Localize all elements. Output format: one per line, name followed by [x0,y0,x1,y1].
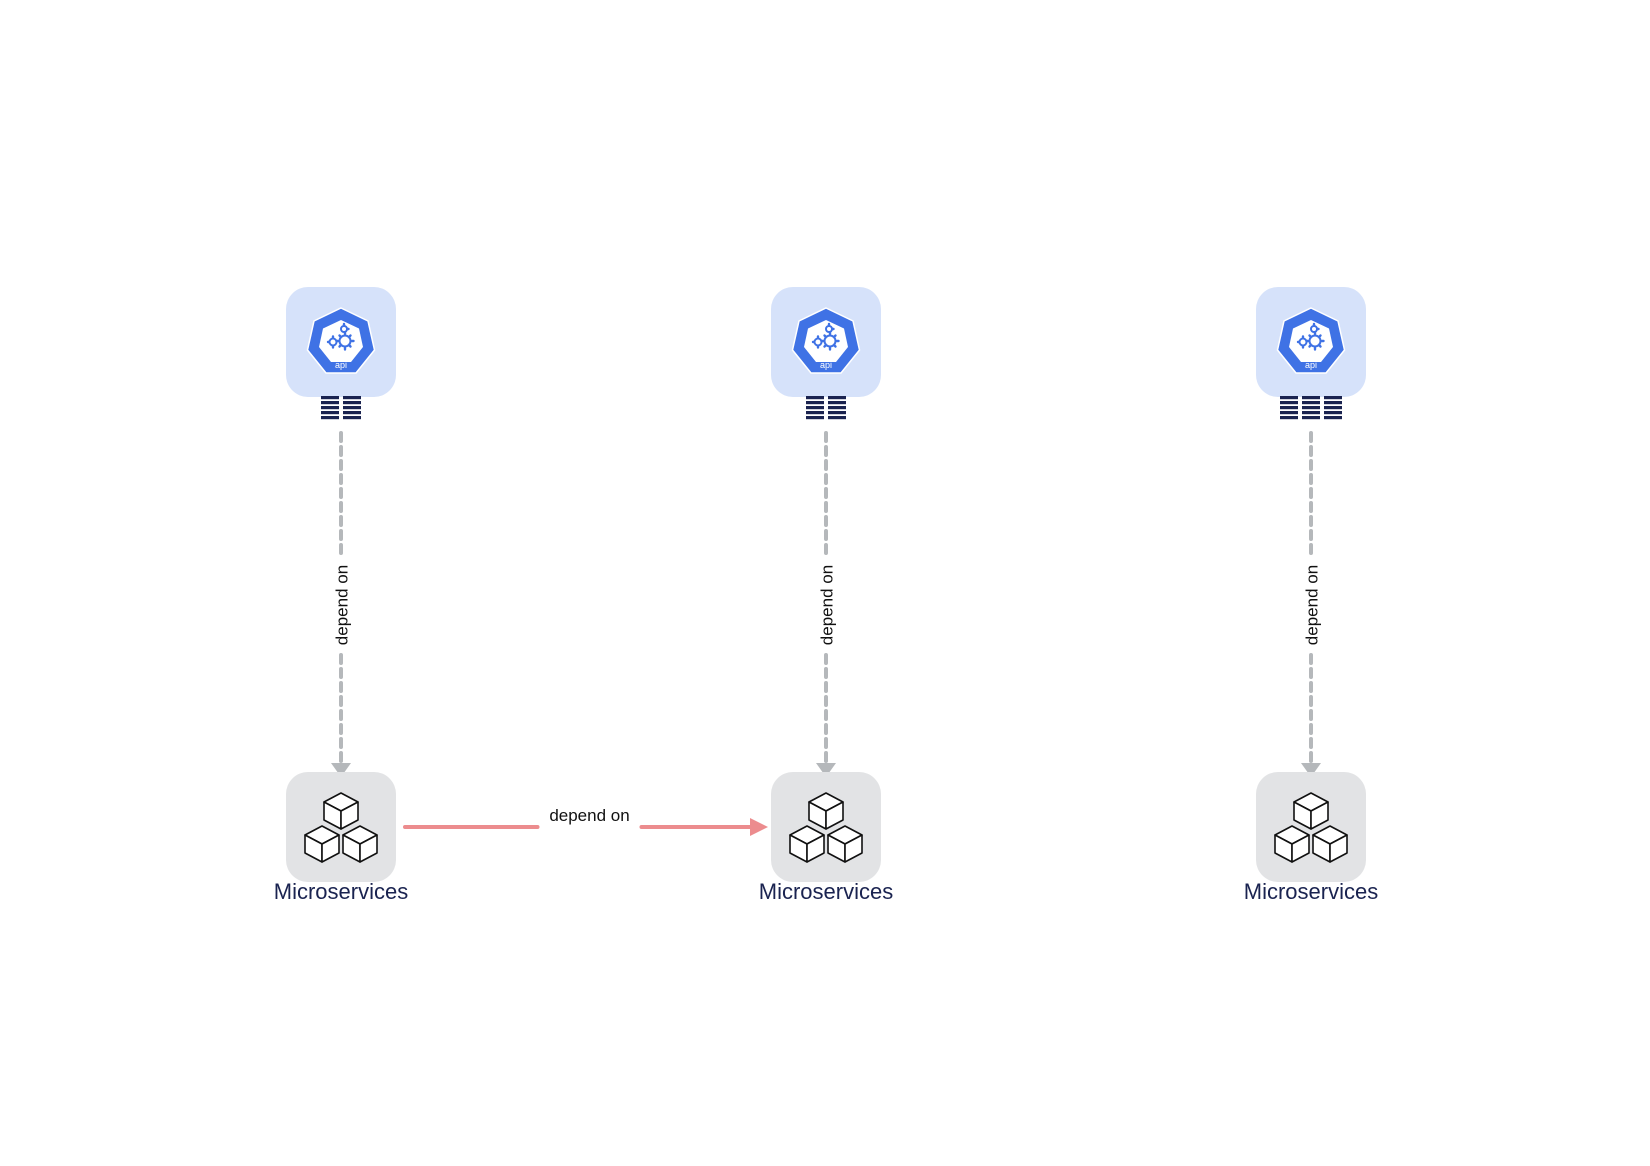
dependency-edge[interactable]: depend on [816,431,837,777]
replica-bar [1280,406,1298,410]
replica-bar [1302,401,1320,405]
replica-bar [806,416,824,420]
replica-bar [1280,401,1298,405]
replica-bar [321,411,339,415]
replica-bar [806,401,824,405]
replica-bar [828,396,846,400]
edge-label: depend on [1303,565,1322,645]
api-node[interactable]: api [1256,287,1366,420]
microservices-label: Microservices [759,879,893,904]
replica-bar [828,416,846,420]
dependency-edge[interactable]: depend on [331,431,352,777]
replica-bar [1280,396,1298,400]
arrowhead-icon [1301,763,1321,777]
replica-bar [828,401,846,405]
replica-bar [343,401,361,405]
replica-bar [1302,396,1320,400]
replica-bar [1324,411,1342,415]
replica-bar [1324,401,1342,405]
arrowhead-icon [750,818,768,836]
replica-indicator-icon [1280,396,1342,420]
replica-bar [1302,406,1320,410]
api-badge-label: api [335,360,347,370]
edge-label: depend on [818,565,837,645]
microservices-label: Microservices [274,879,408,904]
microservices-node[interactable]: Microservices [759,772,893,904]
dependency-edge[interactable]: depend on [403,806,768,836]
dependency-edge[interactable]: depend on [1301,431,1322,777]
replica-bar [828,411,846,415]
api-badge-label: api [820,360,832,370]
replica-bar [321,401,339,405]
replica-bar [1280,411,1298,415]
replica-bar [806,396,824,400]
edges-layer: depend on depend on depend on depend on [331,431,1322,836]
replica-bar [321,396,339,400]
replica-bar [343,406,361,410]
replica-bar [1324,396,1342,400]
arrowhead-icon [331,763,351,777]
replica-bar [1324,416,1342,420]
replica-bar [321,416,339,420]
replica-indicator-icon [321,396,361,420]
replica-bar [1302,416,1320,420]
replica-bar [343,396,361,400]
arrowhead-icon [816,763,836,777]
replica-indicator-icon [806,396,846,420]
replica-bar [343,411,361,415]
replica-bar [1280,416,1298,420]
api-badge-label: api [1305,360,1317,370]
replica-bar [828,406,846,410]
api-node[interactable]: api [286,287,396,420]
edge-label: depend on [549,806,629,825]
api-node[interactable]: api [771,287,881,420]
microservices-label: Microservices [1244,879,1378,904]
microservices-node[interactable]: Microservices [274,772,408,904]
replica-bar [806,406,824,410]
replica-bar [1324,406,1342,410]
replica-bar [806,411,824,415]
replica-bar [321,406,339,410]
replica-bar [1302,411,1320,415]
replica-bar [343,416,361,420]
microservices-node[interactable]: Microservices [1244,772,1378,904]
edge-label: depend on [333,565,352,645]
